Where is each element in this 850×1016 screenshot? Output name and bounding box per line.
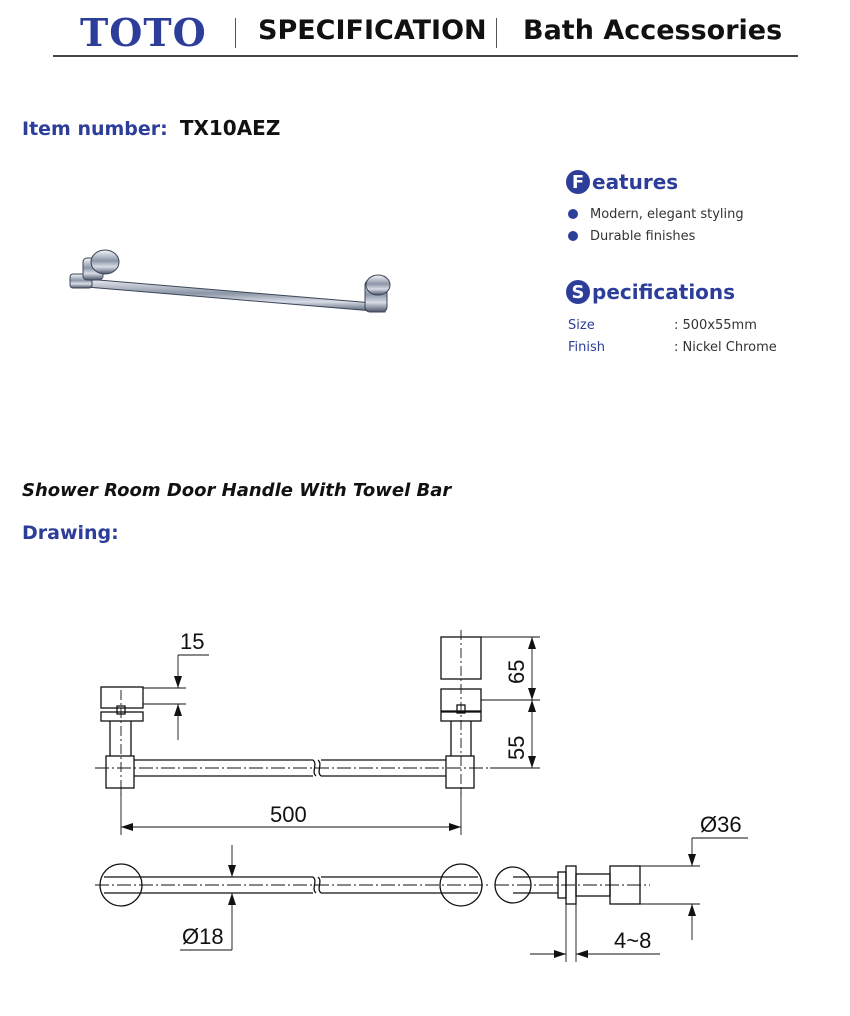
drawing-label: Drawing:	[22, 522, 119, 544]
product-description: Shower Room Door Handle With Towel Bar	[22, 480, 452, 501]
technical-drawing: 15 65 55 500 Ø36 Ø18 4~8	[95, 629, 748, 962]
dimension-label-d36: Ø36	[700, 812, 742, 837]
specifications-heading-text: pecifications	[592, 280, 736, 304]
header-divider	[235, 18, 236, 48]
header-title: SPECIFICATION	[258, 15, 487, 46]
specifications-heading: S pecifications	[566, 280, 735, 304]
dimension-label-d18: Ø18	[182, 924, 224, 949]
dimension-label-15: 15	[180, 629, 204, 654]
spec-value: : 500x55mm	[674, 317, 757, 333]
spec-row: Finish : Nickel Chrome	[568, 336, 777, 358]
spec-key: Size	[568, 317, 595, 333]
header: TOTO SPECIFICATION Bath Accessories	[0, 0, 850, 60]
feature-text: Durable finishes	[590, 228, 696, 244]
features-heading-text: eatures	[592, 170, 679, 194]
bullet-icon	[568, 231, 578, 241]
dimension-label-55: 55	[504, 736, 529, 760]
dimension-label-65: 65	[504, 660, 529, 684]
header-subtitle: Bath Accessories	[523, 15, 783, 46]
header-rule	[53, 55, 798, 57]
specifications-table: Size : 500x55mm Finish : Nickel Chrome	[568, 314, 777, 358]
list-item: Modern, elegant styling	[568, 203, 744, 225]
specifications-initial-icon: S	[566, 280, 590, 304]
product-image	[69, 249, 391, 313]
header-divider	[496, 18, 497, 48]
item-number-value: TX10AEZ	[179, 116, 281, 140]
spec-value: : Nickel Chrome	[674, 339, 777, 355]
item-number: Item number: TX10AEZ	[22, 116, 280, 140]
features-initial-icon: F	[566, 170, 590, 194]
features-list: Modern, elegant styling Durable finishes	[568, 203, 744, 247]
dimension-label-500: 500	[270, 802, 307, 827]
feature-text: Modern, elegant styling	[590, 206, 744, 222]
brand-logo: TOTO	[80, 10, 207, 55]
bullet-icon	[568, 209, 578, 219]
spec-row: Size : 500x55mm	[568, 314, 777, 336]
dimension-label-4-8: 4~8	[614, 928, 651, 953]
spec-key: Finish	[568, 339, 606, 355]
features-heading: F eatures	[566, 170, 678, 194]
item-number-label: Item number:	[22, 118, 168, 140]
list-item: Durable finishes	[568, 225, 744, 247]
